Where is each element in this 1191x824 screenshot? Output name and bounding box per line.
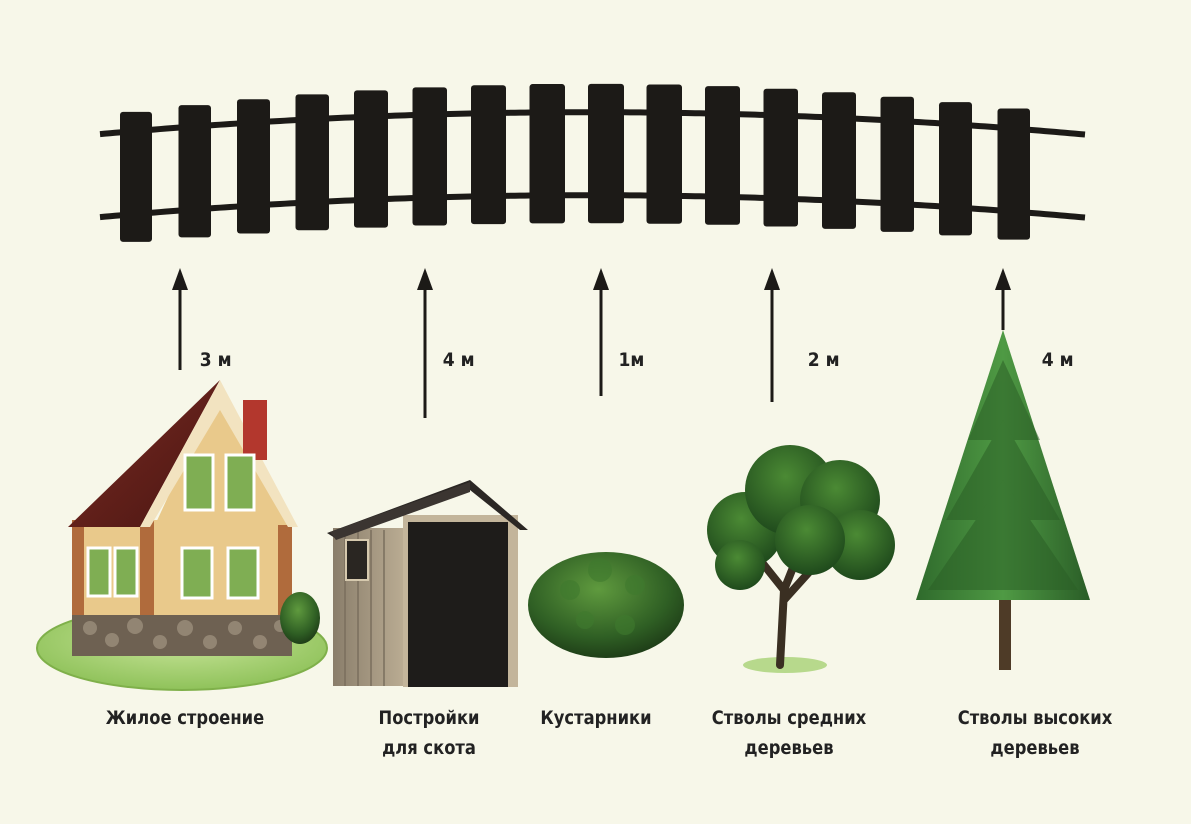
fence-picket <box>705 86 740 225</box>
arrow-head-shed <box>417 268 433 290</box>
caption-line: деревьев <box>990 737 1080 759</box>
arrow-head-tall-trees <box>995 268 1011 290</box>
fence-picket <box>939 102 972 236</box>
caption-line: Кустарники <box>540 707 652 729</box>
caption-line: Жилое строение <box>105 707 265 729</box>
caption-line: деревьев <box>744 737 834 759</box>
caption-line: Стволы высоких <box>957 707 1113 729</box>
fence-picket <box>237 99 270 234</box>
arrow-head-shrubs <box>593 268 609 290</box>
distance-label-shrubs: 1м <box>618 349 645 371</box>
distance-label-shed: 4 м <box>442 349 475 371</box>
caption-shed: Постройки для скота <box>334 703 523 763</box>
caption-house: Жилое строение <box>90 703 279 733</box>
fence-picket <box>412 87 447 226</box>
arrow-head-medium-trees <box>764 268 780 290</box>
fence <box>99 83 1086 242</box>
shed-illustration <box>327 480 528 687</box>
caption-line: Стволы средних <box>711 707 867 729</box>
fence-picket <box>997 108 1030 240</box>
caption-medium-trees: Стволы средних деревьев <box>694 703 883 763</box>
house-illustration <box>36 380 328 691</box>
fence-picket <box>354 90 388 228</box>
fence-picket <box>588 83 624 224</box>
fence-picket <box>529 84 565 224</box>
arrow-head-house <box>172 268 188 290</box>
fence-picket <box>763 88 798 227</box>
distance-label-medium-trees: 2 м <box>807 349 840 371</box>
medium-tree-illustration <box>707 445 895 673</box>
distance-label-house: 3 м <box>199 349 232 371</box>
caption-line: для скота <box>382 737 476 759</box>
caption-shrubs: Кустарники <box>501 703 690 733</box>
distance-label-tall-trees: 4 м <box>1041 349 1074 371</box>
caption-line: Постройки <box>378 707 480 729</box>
distance-arrows <box>172 268 1011 418</box>
tall-tree-illustration <box>916 330 1090 670</box>
fence-picket <box>120 111 152 242</box>
fence-picket <box>471 85 506 225</box>
fence-picket <box>880 96 914 232</box>
fence-picket <box>295 94 329 231</box>
fence-picket <box>178 105 211 238</box>
shrub-illustration <box>528 552 684 658</box>
caption-tall-trees: Стволы высоких деревьев <box>940 703 1129 763</box>
fence-picket <box>646 84 682 224</box>
fence-picket <box>822 92 856 229</box>
